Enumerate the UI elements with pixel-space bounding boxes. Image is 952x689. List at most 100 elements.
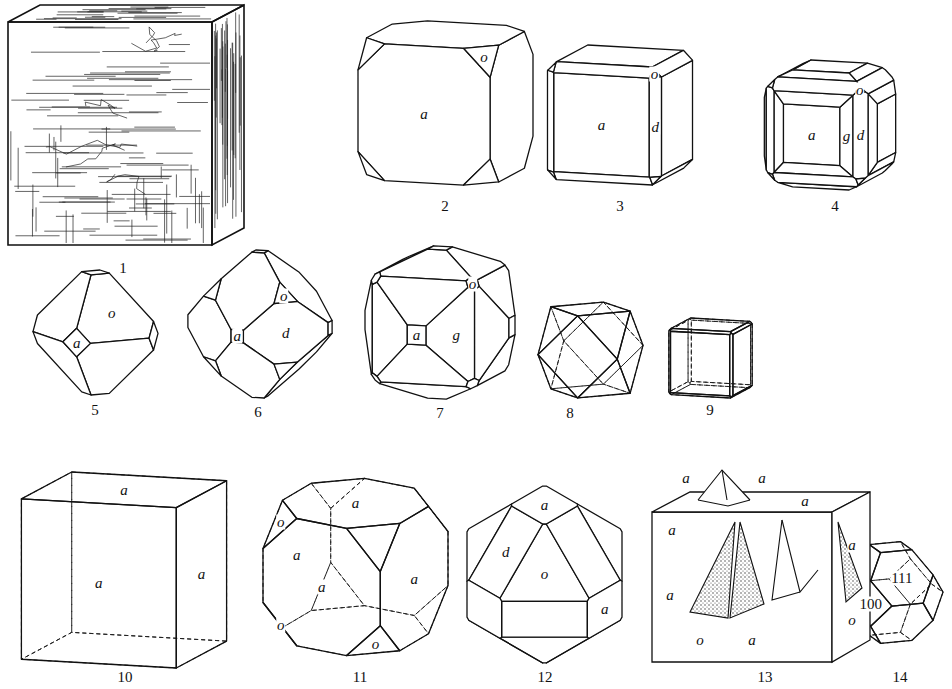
crystal-face bbox=[772, 173, 858, 187]
crystal-face bbox=[365, 280, 372, 374]
hidden-edge bbox=[538, 307, 564, 389]
striation bbox=[57, 158, 58, 187]
hidden-edge bbox=[900, 584, 943, 640]
striation bbox=[83, 228, 100, 229]
striation bbox=[115, 226, 158, 227]
striation bbox=[10, 131, 11, 180]
face-letter: o bbox=[371, 637, 381, 652]
crystal-figure bbox=[547, 45, 692, 185]
crystal-face bbox=[263, 519, 380, 656]
striation bbox=[240, 57, 241, 125]
face-letter: o bbox=[479, 49, 489, 64]
striation bbox=[233, 62, 234, 200]
crystal-face bbox=[21, 499, 176, 668]
face-letter: o bbox=[279, 288, 289, 303]
pyramid-face bbox=[690, 522, 735, 618]
striation bbox=[222, 47, 223, 208]
crystal-face bbox=[868, 94, 877, 176]
hidden-edge bbox=[72, 472, 227, 641]
crystal-face bbox=[204, 357, 222, 376]
striation bbox=[102, 51, 185, 52]
face-letter: d bbox=[651, 120, 661, 135]
striation bbox=[81, 213, 126, 214]
striation bbox=[87, 11, 141, 12]
striation bbox=[18, 148, 19, 189]
striation bbox=[75, 19, 118, 20]
crystal-figure bbox=[467, 486, 622, 663]
crystal-face bbox=[730, 333, 733, 397]
striation bbox=[145, 197, 146, 215]
pyramid-face bbox=[730, 522, 764, 618]
crystal-face bbox=[407, 325, 426, 345]
crystal-face bbox=[328, 321, 332, 336]
face-letter: a bbox=[600, 602, 610, 617]
face-letter: a bbox=[665, 588, 675, 603]
striation bbox=[118, 13, 178, 14]
striation bbox=[107, 211, 171, 212]
face-letter: d bbox=[501, 545, 511, 560]
striation bbox=[25, 146, 104, 147]
striation bbox=[57, 14, 104, 15]
striation bbox=[134, 127, 175, 128]
striation bbox=[114, 220, 130, 221]
cube-face bbox=[8, 5, 244, 22]
figure-number: 12 bbox=[537, 670, 554, 685]
hidden-edge bbox=[551, 341, 603, 389]
crystal-face bbox=[730, 321, 752, 334]
crystal-face bbox=[274, 362, 297, 379]
figure-number: 3 bbox=[615, 199, 625, 214]
striation bbox=[33, 128, 110, 129]
striation bbox=[82, 9, 145, 10]
striation bbox=[156, 153, 193, 154]
crystal-face bbox=[670, 328, 732, 334]
striation bbox=[179, 196, 210, 197]
striation bbox=[53, 17, 77, 18]
crystal-face bbox=[553, 62, 652, 79]
pyramid-edge bbox=[698, 500, 750, 506]
hidden-edge bbox=[311, 562, 364, 610]
crystal-face bbox=[768, 173, 775, 181]
face-letter: a bbox=[317, 580, 327, 595]
striation bbox=[33, 80, 95, 81]
striation bbox=[230, 48, 231, 187]
striation bbox=[131, 220, 132, 237]
figure-number: 13 bbox=[757, 670, 774, 685]
striation bbox=[99, 182, 163, 183]
face-letter: a bbox=[847, 538, 857, 553]
striation bbox=[73, 86, 152, 87]
crystal-face bbox=[464, 45, 499, 77]
face-letter: a bbox=[597, 117, 607, 132]
striation bbox=[215, 36, 216, 214]
striation bbox=[127, 165, 189, 166]
crystal-face bbox=[466, 378, 479, 388]
crystal-face bbox=[772, 77, 858, 95]
striation bbox=[56, 172, 81, 173]
striation bbox=[120, 163, 163, 164]
hidden-edge bbox=[688, 319, 691, 383]
crystal-face bbox=[587, 580, 622, 638]
face-letter: o bbox=[276, 515, 286, 530]
crystal-face bbox=[347, 523, 400, 571]
crystal-face bbox=[923, 575, 943, 620]
striation bbox=[155, 7, 206, 8]
crystal-face bbox=[380, 249, 471, 281]
striation bbox=[172, 89, 210, 90]
striation bbox=[134, 16, 200, 17]
striation bbox=[60, 168, 109, 169]
pyramid-face bbox=[838, 522, 862, 602]
striation bbox=[214, 56, 215, 228]
hidden-edge bbox=[331, 478, 448, 615]
striation bbox=[87, 78, 158, 79]
striation bbox=[134, 80, 170, 81]
crystal-figure bbox=[21, 472, 226, 668]
crystal-face bbox=[546, 506, 620, 598]
striation bbox=[129, 208, 152, 209]
crystal-face bbox=[428, 246, 453, 250]
face-letter: o bbox=[847, 613, 857, 628]
crystal-face bbox=[669, 330, 671, 394]
striation bbox=[102, 129, 176, 130]
crystal-face bbox=[783, 104, 839, 166]
striation bbox=[60, 125, 61, 141]
crystal-face bbox=[617, 311, 643, 393]
